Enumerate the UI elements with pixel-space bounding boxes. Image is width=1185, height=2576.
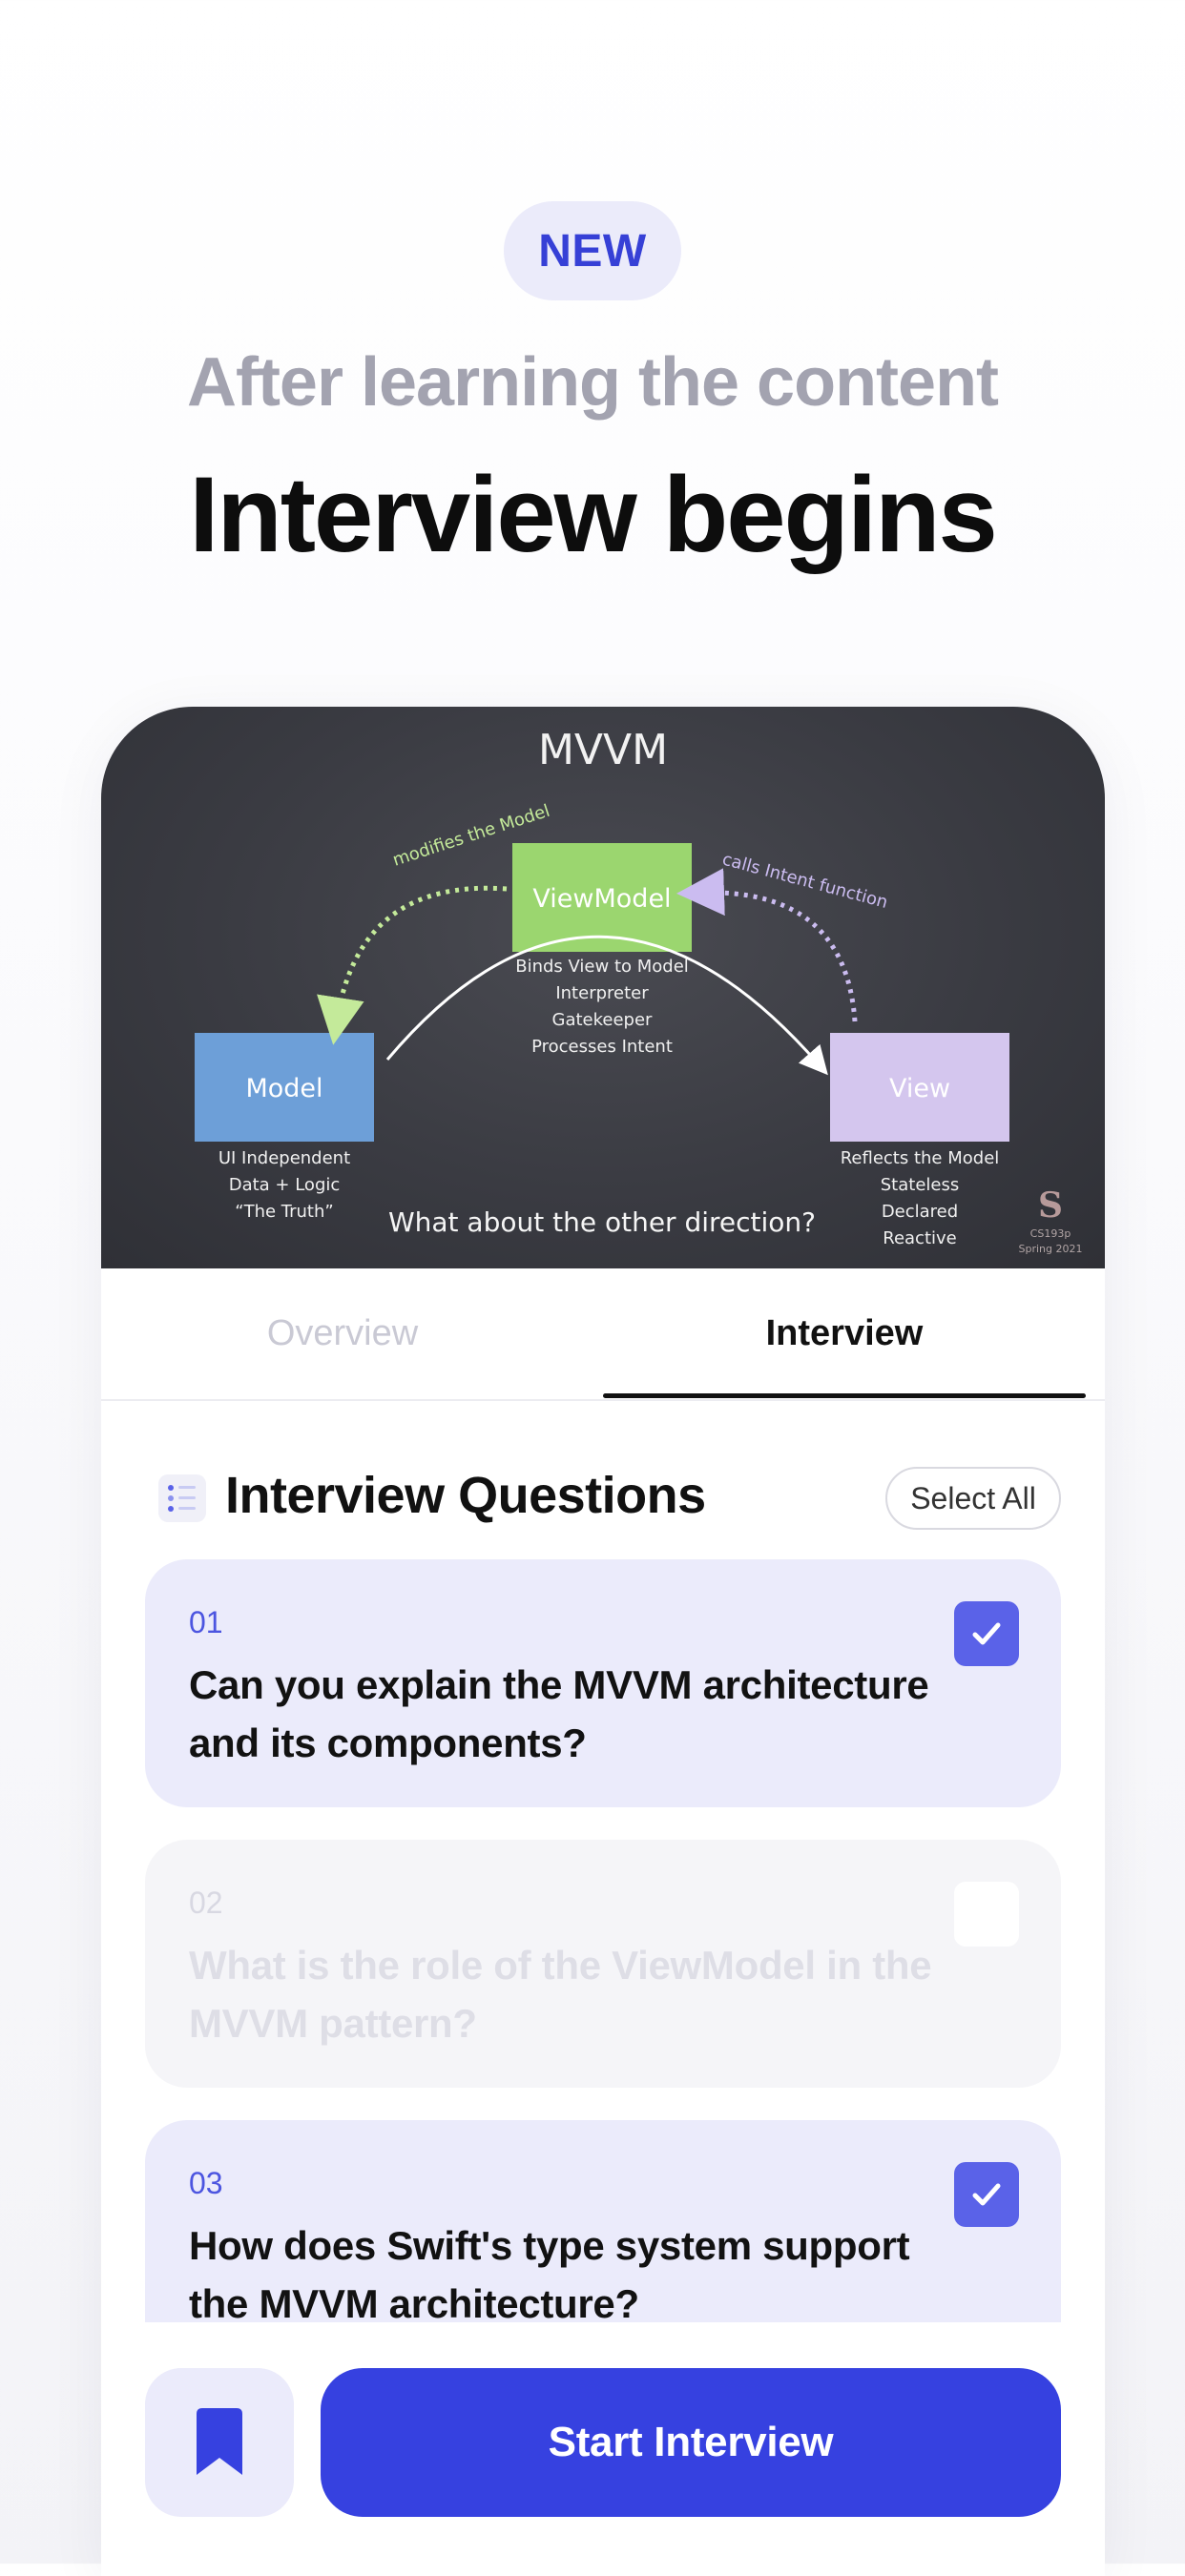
checkmark-icon bbox=[972, 2183, 1001, 2206]
tab-overview[interactable]: Overview bbox=[266, 1313, 419, 1353]
bookmark-icon bbox=[197, 2408, 242, 2475]
lesson-card: MVVM ViewModel Binds View to Model Inter… bbox=[101, 707, 1105, 2576]
active-tab-indicator bbox=[603, 1393, 1086, 1398]
model-label: Model bbox=[245, 1074, 322, 1103]
modifies-model-arrow bbox=[317, 885, 508, 1045]
view-label: View bbox=[889, 1074, 950, 1103]
start-interview-button[interactable]: Start Interview bbox=[321, 2368, 1061, 2517]
viewmodel-box bbox=[512, 843, 692, 952]
course-logo-icon: S bbox=[1038, 1185, 1063, 1226]
question-checkbox-1[interactable] bbox=[954, 1601, 1019, 1666]
viewmodel-note-4: Processes Intent bbox=[531, 1037, 673, 1057]
tab-interview[interactable]: Interview bbox=[765, 1313, 924, 1353]
checkmark-icon bbox=[972, 1622, 1001, 1645]
section-title: Interview Questions bbox=[225, 1467, 706, 1524]
arrow-right-label: calls Intent function bbox=[720, 850, 890, 914]
page-title: Interview begins bbox=[189, 455, 998, 574]
viewmodel-note-2: Interpreter bbox=[555, 983, 649, 1003]
question-text: What is the role of the ViewModel in the… bbox=[189, 1943, 932, 2046]
question-number: 01 bbox=[189, 1605, 223, 1639]
watermark-term: Spring 2021 bbox=[1019, 1243, 1083, 1255]
model-note-2: Data + Logic bbox=[229, 1175, 341, 1195]
question-number: 03 bbox=[189, 2166, 223, 2200]
viewmodel-note-3: Gatekeeper bbox=[552, 1010, 654, 1030]
view-note-4: Reactive bbox=[883, 1228, 956, 1248]
view-note-3: Declared bbox=[882, 1202, 958, 1222]
calls-intent-arrow bbox=[676, 868, 858, 1022]
view-box bbox=[830, 1033, 1009, 1142]
select-all-button[interactable]: Select All bbox=[885, 1467, 1061, 1530]
question-text: Can you explain the MVVM architecture an… bbox=[189, 1662, 929, 1765]
model-box bbox=[195, 1033, 374, 1142]
lesson-video[interactable]: MVVM ViewModel Binds View to Model Inter… bbox=[101, 707, 1105, 1268]
model-note-3: “The Truth” bbox=[235, 1202, 333, 1222]
view-note-2: Stateless bbox=[881, 1175, 959, 1195]
tab-bar: Overview Interview bbox=[101, 1268, 1105, 1401]
mvvm-slide: MVVM ViewModel Binds View to Model Inter… bbox=[195, 726, 1083, 1255]
slide-title: MVVM bbox=[538, 726, 668, 774]
slide-question: What about the other direction? bbox=[388, 1206, 816, 1238]
watermark-course: CS193p bbox=[1030, 1227, 1071, 1240]
question-card-2[interactable]: 02 What is the role of the ViewModel in … bbox=[145, 1840, 1061, 2088]
question-checkbox-2[interactable] bbox=[954, 1882, 1019, 1947]
list-icon bbox=[158, 1474, 206, 1522]
viewmodel-note-1: Binds View to Model bbox=[515, 957, 689, 977]
question-text: How does Swift's type system support the… bbox=[189, 2223, 910, 2326]
bookmark-button[interactable] bbox=[145, 2368, 294, 2517]
question-checkbox-3[interactable] bbox=[954, 2162, 1019, 2227]
model-to-view-arrow bbox=[385, 935, 828, 1076]
new-badge: NEW bbox=[504, 201, 681, 300]
header-subtitle: After learning the content bbox=[186, 344, 999, 421]
view-note-1: Reflects the Model bbox=[841, 1148, 1000, 1168]
model-note-1: UI Independent bbox=[218, 1148, 350, 1168]
viewmodel-label: ViewModel bbox=[532, 884, 671, 914]
question-number: 02 bbox=[189, 1886, 223, 1920]
question-card-1[interactable]: 01 Can you explain the MVVM architecture… bbox=[145, 1559, 1061, 1807]
